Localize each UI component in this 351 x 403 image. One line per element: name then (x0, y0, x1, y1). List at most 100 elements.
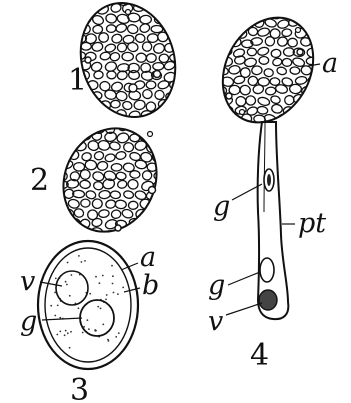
exine-lumen (153, 62, 164, 70)
exine-lumen (80, 180, 91, 189)
exine-lumen (67, 42, 80, 52)
exine-lumen (164, 122, 175, 130)
label-pt: pt (298, 208, 326, 239)
granule (71, 274, 73, 276)
exine-lumen (80, 169, 91, 180)
exine-lumen (57, 133, 69, 142)
granule (59, 317, 61, 319)
reticulate-exine-2 (39, 111, 170, 240)
exine-lumen (257, 106, 268, 115)
exine-lumen (67, 124, 78, 133)
label-b-wall: b (142, 270, 159, 301)
exine-lumen (97, 113, 110, 124)
granule (102, 324, 104, 326)
exine-lumen (176, 118, 190, 130)
exine-lumen (199, 10, 211, 20)
granule (64, 334, 66, 336)
exine-lumen (123, 190, 134, 199)
exine-lumen (221, 27, 233, 36)
exine-lumen (222, 124, 233, 132)
exine-lumen (92, 199, 102, 209)
tip-nucleus (259, 290, 277, 310)
exine-lumen (234, 124, 246, 133)
exine-lumen (158, 209, 169, 219)
exine-lumen (55, 12, 67, 23)
exine-lumen (94, 151, 105, 161)
exine-lumen (68, 119, 80, 130)
exine-lumen (63, 141, 75, 152)
exine-lumen (234, 0, 246, 9)
exine-lumen (170, 81, 181, 89)
exine-lumen (152, 42, 165, 54)
granule (55, 278, 57, 280)
pollen-grain-2 (39, 111, 174, 247)
exine-lumen (116, 172, 127, 181)
granule (118, 332, 120, 334)
exine-lumen (234, 8, 246, 18)
exine-lumen (252, 66, 263, 75)
exine-lumen (202, 115, 215, 126)
exine-lumen (205, 85, 217, 96)
exine-lumen (218, 115, 228, 124)
exine-lumen (288, 38, 298, 47)
exine-lumen (111, 209, 122, 219)
exine-lumen (307, 97, 319, 106)
exine-lumen (105, 199, 116, 209)
exine-lumen (73, 208, 84, 218)
granule (69, 295, 71, 297)
exine-lumen (277, 19, 290, 30)
exine-lumen (306, 105, 319, 117)
exine-lumen (129, 227, 139, 237)
granule (54, 315, 56, 317)
granule (122, 287, 124, 289)
exine-lumen (141, 120, 151, 129)
exine-lumen (257, 46, 270, 56)
exine-lumen (109, 52, 120, 62)
exine-lumen (115, 23, 128, 34)
exine-lumen (67, 198, 80, 209)
granule (67, 332, 69, 334)
exine-lumen (130, 170, 140, 178)
label-number-1: 1 (68, 63, 87, 98)
exine-lumen (56, 170, 68, 182)
exine-lumen (81, 117, 94, 129)
exine-lumen (62, 54, 74, 63)
exine-lumen (239, 84, 251, 95)
exine-lumen (305, 0, 317, 8)
exine-lumen (99, 190, 111, 199)
granule (100, 308, 102, 310)
exine-lumen (68, 110, 81, 122)
exine-lumen (127, 121, 138, 129)
exine-lumen (75, 141, 87, 151)
exine-lumen (210, 0, 222, 9)
granule (112, 275, 114, 277)
label-number-3: 3 (70, 373, 89, 403)
exine-lumen (105, 13, 117, 24)
exine-lumen (257, 27, 270, 38)
exine-lumen (154, 172, 164, 180)
vegetative-nucleus (56, 271, 88, 305)
exine-lumen (290, 67, 300, 75)
exine-lumen (67, 228, 78, 236)
exine-lumen (152, 122, 164, 134)
exine-lumen (44, 131, 57, 141)
exine-lumen (140, 15, 152, 24)
exine-lumen (247, 48, 256, 56)
exine-lumen (60, 4, 74, 15)
exine-lumen (204, 66, 216, 77)
exine-lumen (210, 95, 222, 106)
exine-lumen (306, 125, 317, 135)
exine-lumen (295, 7, 306, 17)
exine-lumen (128, 201, 138, 209)
exine-lumen (99, 51, 111, 61)
exine-lumen (111, 164, 122, 172)
exine-lumen (176, 72, 187, 82)
exine-lumen (56, 230, 65, 239)
granule (81, 261, 83, 263)
granule (78, 307, 80, 309)
exine-lumen (227, 18, 240, 29)
exine-lumen (271, 0, 283, 9)
granule (97, 306, 99, 308)
exine-lumen (210, 46, 222, 56)
